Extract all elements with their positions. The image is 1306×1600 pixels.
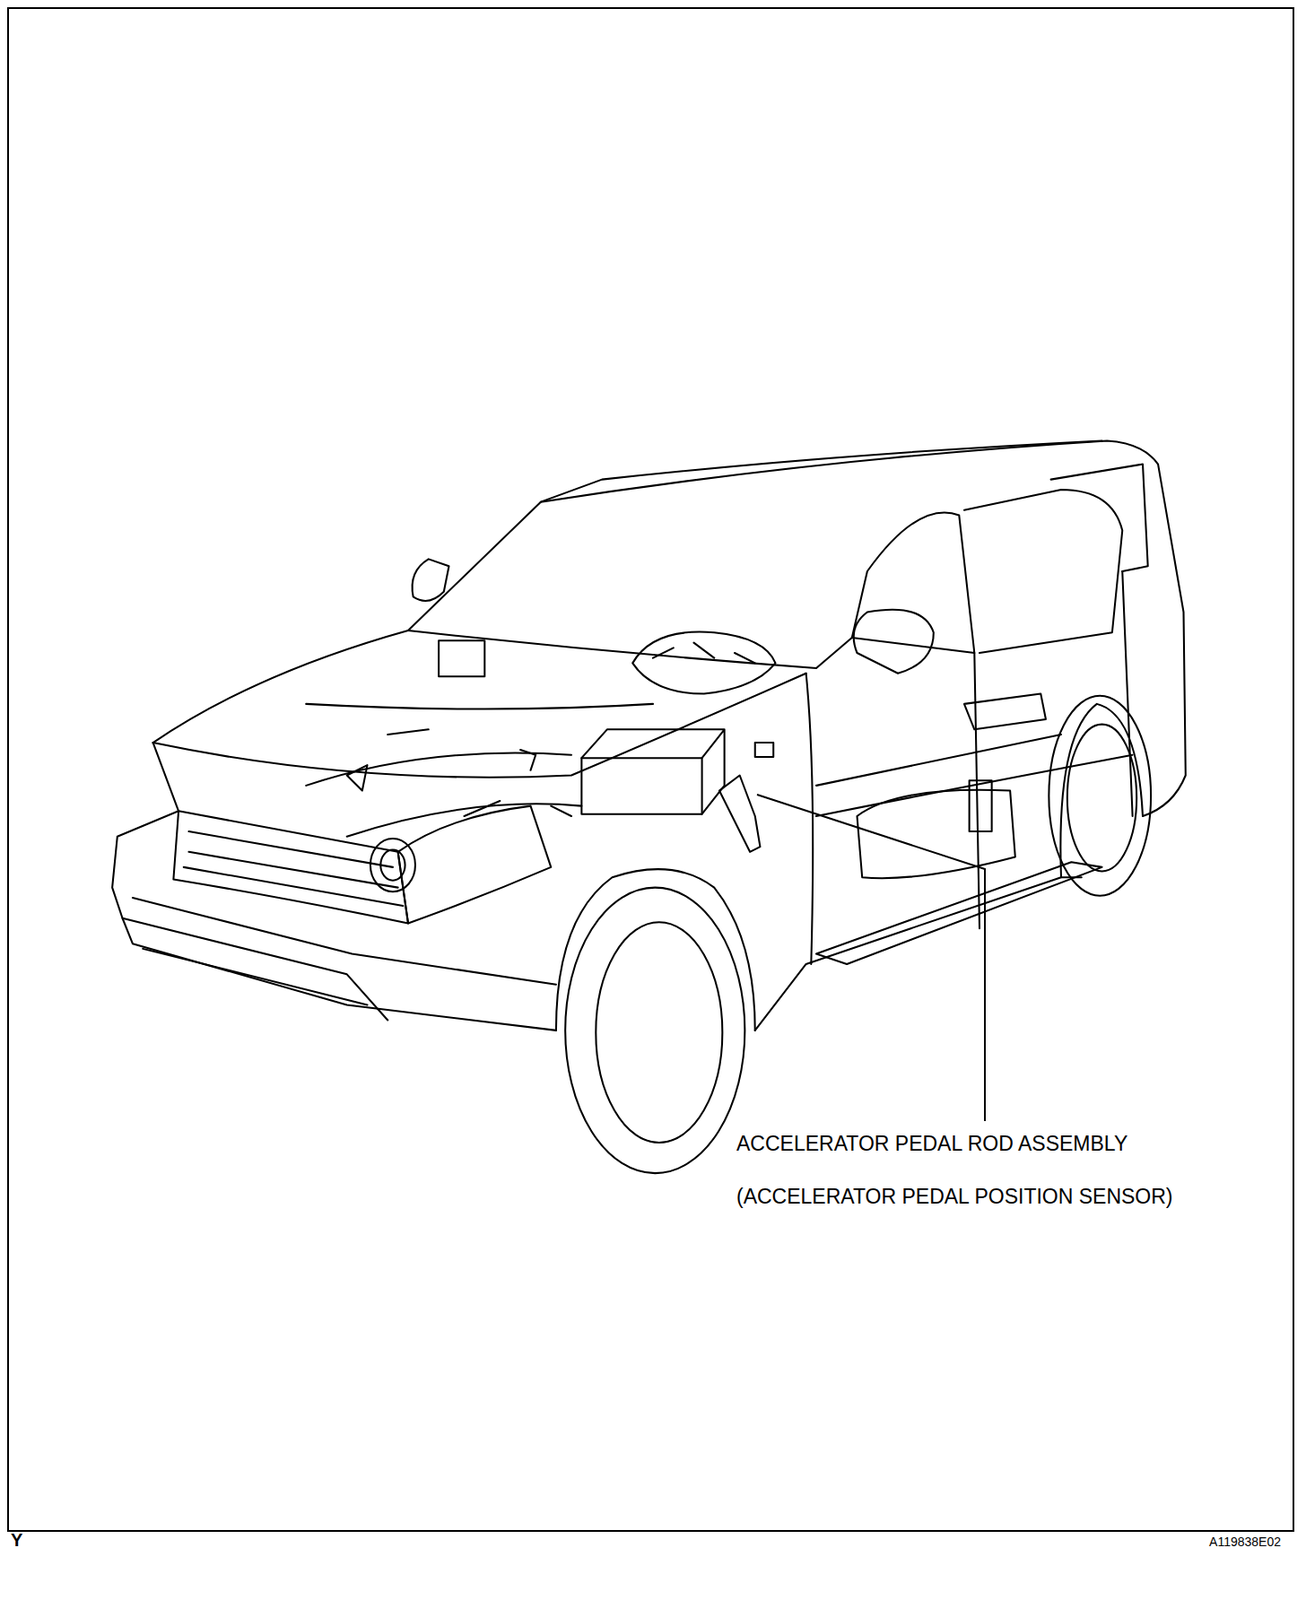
part-name: (ACCELERATOR PEDAL POSITION SENSOR) [736, 1184, 1174, 1209]
figure-code: A119838E02 [1209, 1534, 1281, 1550]
part-name: ACCELERATOR PEDAL ROD ASSEMBLY [736, 1131, 1128, 1156]
suv-drawing [112, 440, 1186, 1174]
leader-line [757, 794, 985, 1122]
section-mark: Y [10, 1530, 23, 1551]
frame [8, 8, 1294, 1532]
